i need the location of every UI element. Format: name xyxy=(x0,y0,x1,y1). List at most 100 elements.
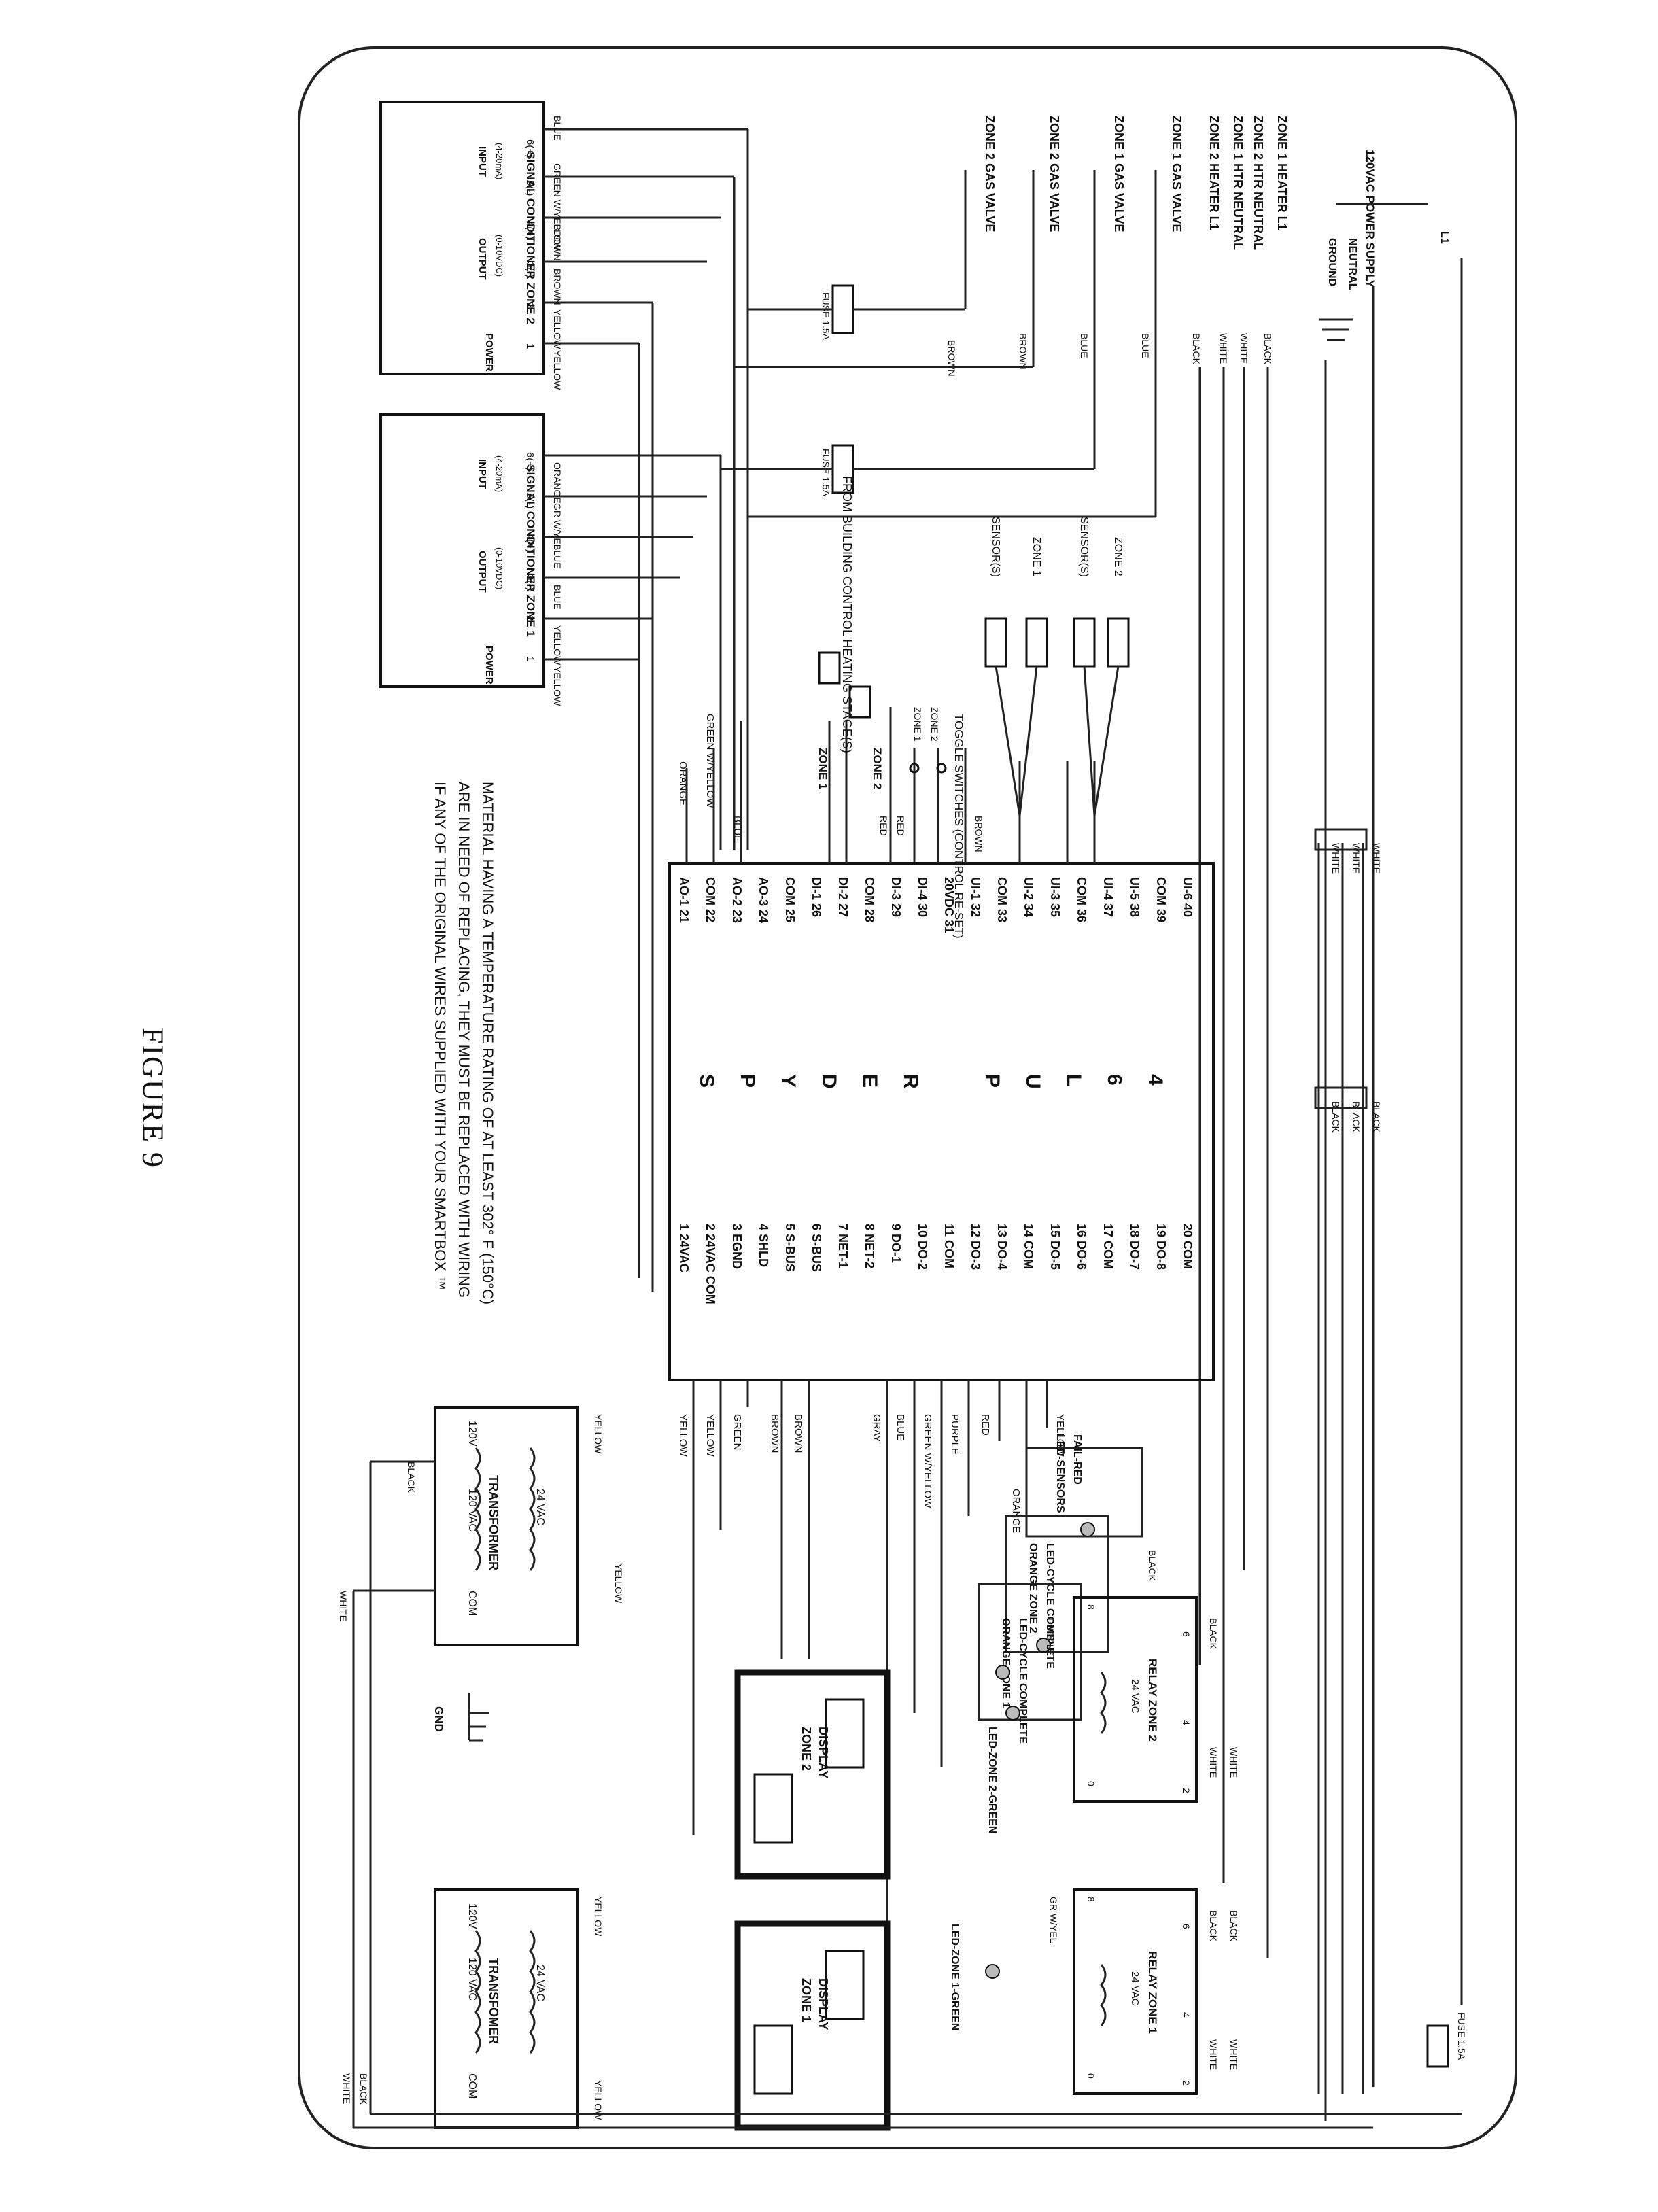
toggle-switch-icon[interactable] xyxy=(936,763,947,774)
zone-tag: ZONE 2 xyxy=(871,748,884,789)
sc-header-input: INPUT xyxy=(477,459,488,489)
display-label: DISPLAY xyxy=(816,1978,830,2030)
relay-led-label: LED-ZONE 2-GREEN xyxy=(986,1727,998,1833)
svg-text:BLACK: BLACK xyxy=(1371,1101,1382,1133)
sc-header-output: OUTPUT xyxy=(477,238,488,280)
controller-terminal: 7 NET-1 xyxy=(836,1224,850,1268)
power-supply-title: 120VAC POWER SUPPLY xyxy=(1364,150,1377,288)
controller-terminal: 19 DO-8 xyxy=(1154,1224,1168,1270)
frame-wire-labels: WHITE BLACK xyxy=(341,2073,369,2105)
controller-terminal: 8 NET-2 xyxy=(863,1224,876,1268)
controller-terminal: COM 39 xyxy=(1154,877,1168,922)
toggle-switch-icon[interactable] xyxy=(909,763,920,774)
power-l1-label: L1 xyxy=(1438,231,1450,244)
controller-left-wire-labels: YELLOW YELLOW GREEN BROWN BROWN GRAY BLU… xyxy=(677,1414,1066,1533)
controller-terminal: UI-3 35 xyxy=(1048,877,1062,917)
sensor-zone: ZONE 1 xyxy=(1031,537,1042,576)
led-zone-1-green-icon xyxy=(985,1964,1000,1979)
svg-text:WHITE: WHITE xyxy=(341,2073,352,2104)
svg-text:RED: RED xyxy=(980,1414,991,1436)
transformer-lower: TRANSFOMER 120 VAC 24 VAC COM 120V YELLO… xyxy=(434,1888,604,2129)
controller-terminal: 10 DO-2 xyxy=(916,1224,929,1270)
svg-text:YELLOW: YELLOW xyxy=(677,1414,689,1457)
sc-wire-labels: BLUE GREEN W/YELLOW BROWN BROWN YELLOW Y… xyxy=(552,116,563,706)
svg-text:GR W/YEL: GR W/YEL xyxy=(1048,1897,1059,1943)
sc-terminal: 2 xyxy=(524,615,536,621)
relay-zone-1: RELAY ZONE 1 24 VAC 0 2 4 6 8 LED-ZONE 1… xyxy=(949,1888,1239,2095)
display-label: ZONE 1 xyxy=(799,1978,813,2022)
svg-text:WHITE: WHITE xyxy=(1371,843,1382,874)
transformer-upper: TRANSFORMER 120 VAC 24 VAC COM 120V BLAC… xyxy=(338,1406,624,1646)
transformer-title: TRANSFOMER xyxy=(487,1958,500,2044)
svg-text:WHITE: WHITE xyxy=(1208,1747,1219,1778)
controller-terminal: 13 DO-4 xyxy=(995,1224,1009,1270)
frame-wires xyxy=(352,1460,1462,2129)
sensor-zone: ZONE 2 xyxy=(1112,537,1124,576)
sc-terminal: 4(+) xyxy=(524,221,536,239)
bus-labels: BLACK BLACK BLACK WHITE WHITE WHITE xyxy=(1330,843,1382,1133)
svg-text:BROWN: BROWN xyxy=(973,816,984,852)
building-control-label: FROM BUILDING CONTROL HEATING STAGE(S) xyxy=(840,476,854,753)
zone-1-display: ZONE 1 DISPLAY xyxy=(734,1920,891,2131)
power-ground-label: GROUND xyxy=(1326,238,1338,286)
relay-coil: 24 VAC xyxy=(1129,1971,1141,2006)
svg-text:0: 0 xyxy=(1086,1781,1096,1786)
gas-valve-label: ZONE 2 GAS VALVE xyxy=(1048,116,1061,232)
signal-conditioner-zone-2: SIGNAL CONDITIONER ZONE 2 POWER OUTPUT (… xyxy=(379,101,545,375)
controller-terminal: 17 COM xyxy=(1101,1224,1115,1269)
svg-text:BLACK: BLACK xyxy=(358,2073,369,2105)
led-zone-2-green-icon xyxy=(995,1665,1010,1680)
transformer-secondary: 24 VAC xyxy=(534,1489,546,1525)
led-orange-zone-1-icon xyxy=(1005,1706,1020,1721)
transformer-tap: 120V xyxy=(466,1903,478,1929)
led-label: LED-SENSORS xyxy=(1054,1434,1066,1513)
relay-led-label: LED-ZONE 1-GREEN xyxy=(949,1924,961,2030)
controller-terminal: 15 DO-5 xyxy=(1048,1224,1062,1270)
svg-text:YELLOW: YELLOW xyxy=(593,1414,604,1454)
led-label: FAIL-RED xyxy=(1071,1434,1083,1485)
svg-text:WHITE: WHITE xyxy=(1228,1747,1239,1778)
status-leds: LED-SENSORS FAIL-RED LED-CYCLE COMPLETE … xyxy=(978,1434,1143,1744)
controller-terminal: UI-1 32 xyxy=(969,877,982,917)
svg-text:WHITE: WHITE xyxy=(338,1591,349,1621)
toggle-switches: TOGGLE SWITCHES (CONTROL RE-SET) ZONE 1 … xyxy=(878,707,984,939)
sc-terminal: 4(+) xyxy=(524,534,536,552)
svg-text:WHITE: WHITE xyxy=(1330,843,1341,874)
led-orange-zone-2-icon xyxy=(1036,1638,1051,1653)
svg-text:0: 0 xyxy=(1086,2073,1096,2079)
gas-valve-labels: ZONE 2 GAS VALVE ZONE 2 GAS VALVE ZONE 1… xyxy=(946,116,1184,377)
svg-text:RED: RED xyxy=(878,816,889,836)
svg-text:FUSE 1.5A: FUSE 1.5A xyxy=(1456,2012,1467,2060)
svg-text:ZONE 2: ZONE 2 xyxy=(929,707,940,742)
svg-text:GR W/YEL: GR W/YEL xyxy=(552,503,563,550)
svg-text:YELLOW: YELLOW xyxy=(552,625,563,666)
sc-terminal: 1 xyxy=(524,656,536,661)
controller-terminal: COM 25 xyxy=(783,877,797,922)
svg-text:BLUE: BLUE xyxy=(552,544,563,569)
gnd-label: GND xyxy=(432,1706,445,1732)
controller-name-letter: P xyxy=(736,1074,759,1088)
svg-text:PURPLE: PURPLE xyxy=(949,1414,961,1455)
svg-text:GREEN W/YELLOW: GREEN W/YELLOW xyxy=(922,1414,933,1508)
svg-text:GRAY: GRAY xyxy=(871,1414,882,1442)
note-line: ARE IN NEED OF REPLACING, THEY MUST BE R… xyxy=(455,782,472,1298)
svg-text:8: 8 xyxy=(1086,1604,1096,1610)
svg-text:YELLOW: YELLOW xyxy=(552,350,563,390)
svg-text:YELLOW: YELLOW xyxy=(613,1563,624,1604)
controller-terminal: 12 DO-3 xyxy=(969,1224,982,1270)
zone-2-display: ZONE 2 DISPLAY xyxy=(734,1669,891,1880)
controller-left-wires xyxy=(692,1380,1048,2026)
diagram-frame xyxy=(298,46,1517,2149)
svg-text:GREEN: GREEN xyxy=(731,1414,743,1450)
relay-title: RELAY ZONE 1 xyxy=(1146,1951,1159,2034)
controller-terminal: 5 S-BUS xyxy=(783,1224,797,1272)
sc-terminal: 3(-) xyxy=(524,574,536,590)
controller-name-letter: P xyxy=(981,1074,1003,1088)
sc-terminal: 1 xyxy=(524,343,536,349)
transformer-com: COM xyxy=(466,1591,478,1616)
controller-terminal: 3 EGND xyxy=(730,1224,744,1269)
controller-name-letter: R xyxy=(899,1074,922,1089)
gas-valve-wires xyxy=(721,170,1157,518)
controller-terminal: AO-2 23 xyxy=(730,877,744,923)
